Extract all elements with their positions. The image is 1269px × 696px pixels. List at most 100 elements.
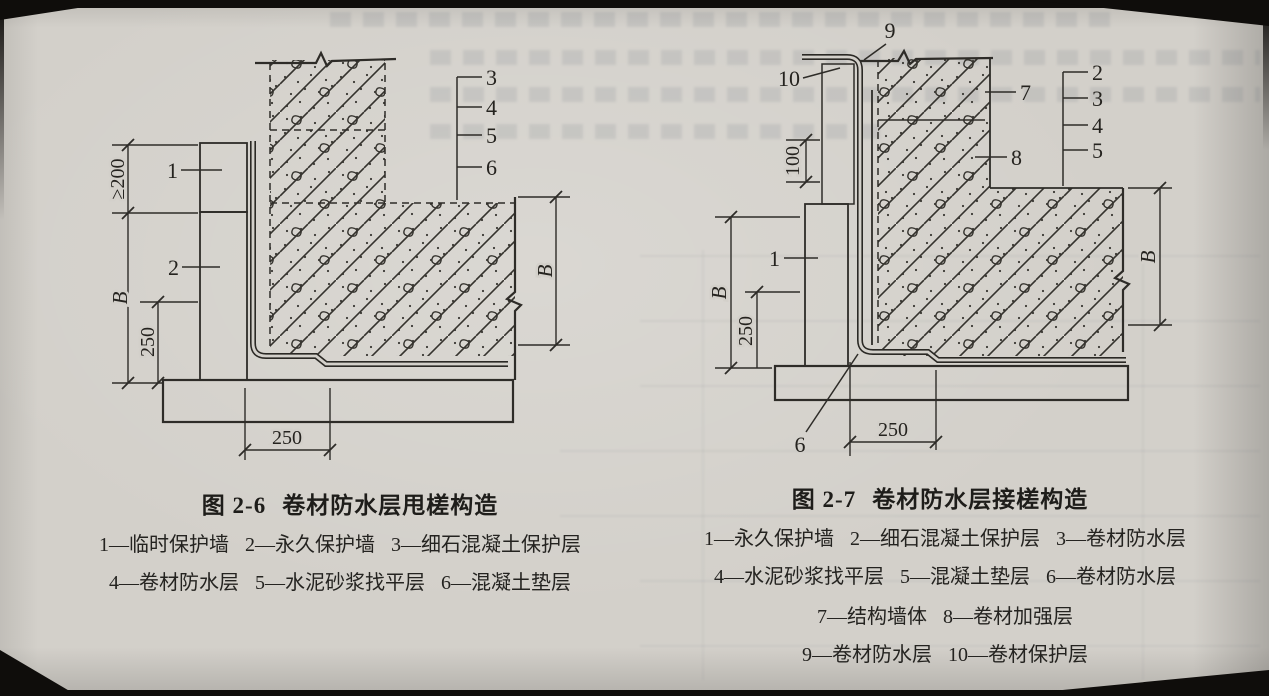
bleed-through-artifact [702,250,704,680]
dimension-text: 250 [878,419,908,441]
figure-2-6-caption: 图 2-6 卷材防水层甩槎构造 [90,486,610,520]
bleed-through-artifact [640,580,1260,582]
right-leader-10 [802,67,841,79]
legend-item: 2—永久保护墙 [245,534,375,556]
callout-label: 9 [885,18,896,43]
legend-item: 4—卷材防水层 [109,572,239,594]
callout-label: 2 [1092,60,1103,85]
callout-label: 8 [1011,145,1022,170]
callout-label: 1 [167,158,178,183]
figure-2-7-drawing: 2 3 4 5 7 8 9 10 1 6 [705,18,1172,457]
callout-label: 10 [778,66,800,91]
right-lap-dimension [849,362,937,456]
left-callout-bracket [456,76,482,200]
legend-item: 9—卷材防水层 [802,644,932,666]
figure-2-7-legend-line-4: 9—卷材防水层 10—卷材保护层 [635,638,1255,667]
dimension-text: B [533,264,557,277]
callout-label: 6 [795,432,806,457]
legend-item: 6—混凝土垫层 [441,572,571,594]
legend-item: 3—细石混凝土保护层 [391,534,581,556]
dimension-text: 250 [735,316,757,346]
left-temporary-protection-wall [199,142,248,213]
bleed-through-artifact [330,12,1120,27]
figure-title: 卷材防水层甩槎构造 [282,493,499,518]
photo-edge-artifact [0,690,1269,696]
photo-edge-artifact [0,0,1269,8]
right-concrete-cushion-slab [773,364,1130,402]
right-dimension-ticks [724,133,1167,375]
right-callout-bracket [1062,71,1088,186]
figure-2-7-legend-line-1: 1—永久保护墙 2—细石混凝土保护层 3—卷材防水层 [635,522,1255,551]
left-top-edge-with-break [255,50,397,68]
figure-2-6-legend-line-1: 1—临时保护墙 2—永久保护墙 3—细石混凝土保护层 [60,528,620,557]
callout-label: 4 [486,95,497,120]
photo-edge-artifact [1263,0,1269,150]
legend-item: 3—卷材防水层 [1056,528,1186,550]
dimension-text: 250 [137,327,159,357]
callout-label: 3 [486,65,497,90]
callout-label: 4 [1092,113,1103,138]
callout-label: 2 [168,255,179,280]
right-structural-wall-concrete [878,58,990,188]
right-right-edge-with-break [1112,188,1131,352]
legend-item: 1—临时保护墙 [99,534,229,556]
bleed-through-artifact [1142,250,1144,680]
legend-item: 5—混凝土垫层 [900,566,1030,588]
legend-item: 10—卷材保护层 [948,644,1088,666]
dimension-text: B [108,291,132,304]
left-permanent-protection-wall [199,211,248,381]
figure-2-7-legend-line-3: 7—结构墙体 8—卷材加强层 [635,600,1255,629]
legend-item: 6—卷材防水层 [1046,566,1176,588]
dimension-text: B [1136,250,1160,263]
photo-edge-artifact [0,0,4,220]
dimension-text: 250 [272,427,302,449]
right-membrane-protection-layer [821,63,855,205]
left-extension-lines [112,144,570,384]
dimension-text: ≥200 [107,159,129,200]
bleed-through-artifact [560,515,1260,517]
figure-2-6-drawing: 3 4 5 6 1 2 ≥200 B 250 250 B [105,50,570,460]
right-dimension-lines [730,140,1161,368]
right-lap-dimension-ticks [843,435,943,449]
callout-label: 3 [1092,86,1103,111]
bleed-through-artifact [560,450,1260,452]
callout-label: 1 [769,246,780,271]
dimension-text: B [707,286,731,299]
bleed-through-artifact [430,124,880,139]
right-leader-9 [863,43,887,61]
legend-item: 1—永久保护墙 [704,528,834,550]
right-top-edge-with-break [855,48,994,66]
dimension-text: 100 [782,146,804,176]
figure-number: 图 2-7 [791,487,857,512]
left-waterproof-membrane-core [251,141,508,366]
left-lap-dimension-ticks [238,443,337,457]
figure-2-6-legend-line-2: 4—卷材防水层 5—水泥砂浆找平层 6—混凝土垫层 [60,566,620,595]
right-extension-lines [715,139,1172,369]
left-dimension-ticks [121,138,563,390]
legend-item: 5—水泥砂浆找平层 [255,572,425,594]
right-concrete-mass [878,188,1123,356]
left-right-edge-with-break [504,197,523,380]
bleed-through-artifact [640,645,1260,647]
figure-number: 图 2-6 [201,493,267,518]
callout-label: 7 [1020,80,1031,105]
bleed-through-artifact [640,385,1260,387]
legend-item: 8—卷材加强层 [943,606,1073,628]
right-permanent-protection-wall [804,203,849,367]
right-waterproof-membrane-core [802,55,1126,362]
figure-2-7-caption: 图 2-7 卷材防水层接槎构造 [660,480,1220,514]
left-concrete-mass [270,203,515,356]
legend-item: 4—水泥砂浆找平层 [714,566,884,588]
left-dimension-lines [127,145,557,383]
callout-label: 5 [486,123,497,148]
figure-2-7-legend-line-2: 4—水泥砂浆找平层 5—混凝土垫层 6—卷材防水层 [635,560,1255,589]
callout-label: 5 [1092,138,1103,163]
left-concrete-cushion-slab [161,378,515,424]
figure-title: 卷材防水层接槎构造 [872,487,1089,512]
legend-item: 7—结构墙体 [817,606,927,628]
bleed-through-artifact [430,87,1260,102]
legend-item: 2—细石混凝土保护层 [850,528,1040,550]
callout-label: 6 [486,155,497,180]
